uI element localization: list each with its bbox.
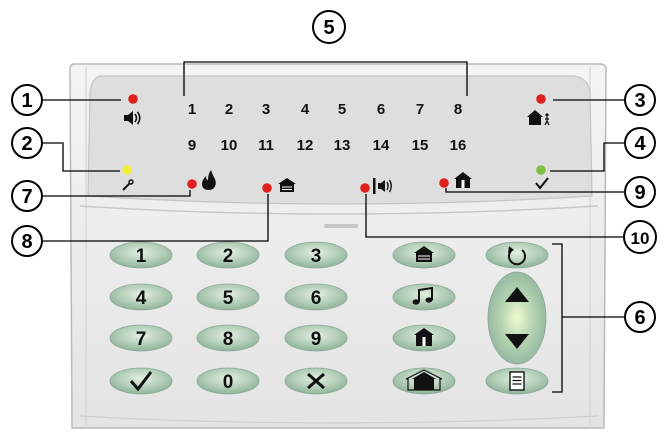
house-away-icon — [405, 369, 443, 391]
svg-text:7: 7 — [136, 329, 147, 350]
trouble-led — [122, 165, 132, 175]
key-enter[interactable] — [109, 367, 173, 395]
house-person-icon — [527, 110, 550, 126]
callout-7: 7 — [11, 180, 43, 212]
svg-text:5: 5 — [223, 288, 234, 309]
siren-icon — [124, 111, 141, 125]
zone-number: 8 — [454, 101, 462, 118]
numeric-keypad: 1 2 3 4 5 6 7 8 9 0 — [109, 241, 348, 395]
key-7[interactable]: 7 — [109, 324, 173, 352]
music-note-icon — [412, 286, 433, 305]
zone-number: 5 — [338, 101, 346, 118]
zone-number: 16 — [450, 137, 467, 154]
zone-number: 3 — [262, 101, 270, 118]
svg-text:6: 6 — [634, 307, 645, 329]
callout-8: 8 — [11, 225, 43, 257]
svg-text:1: 1 — [136, 246, 147, 267]
svg-text:2: 2 — [21, 133, 32, 155]
key-6[interactable]: 6 — [284, 283, 348, 311]
callout-10: 10 — [623, 220, 657, 254]
key-8[interactable]: 8 — [196, 324, 260, 352]
leader-lines — [43, 61, 624, 393]
svg-text:0: 0 — [223, 372, 234, 393]
callout-9: 9 — [624, 176, 656, 208]
key-chime[interactable] — [392, 283, 456, 311]
key-arm-partial[interactable] — [392, 241, 456, 269]
zone-number: 1 — [188, 101, 196, 118]
zone-number: 4 — [301, 101, 310, 118]
svg-text:5: 5 — [323, 17, 334, 39]
reset-icon — [508, 246, 526, 266]
callout-3: 3 — [624, 84, 656, 116]
key-2[interactable]: 2 — [196, 241, 260, 269]
key-reset[interactable] — [485, 241, 549, 269]
zone-number: 2 — [225, 101, 233, 118]
fire-led — [187, 179, 197, 189]
callout-4: 4 — [624, 127, 656, 159]
display-slot — [324, 224, 358, 228]
function-keys — [392, 241, 549, 395]
key-arm-away[interactable] — [392, 367, 456, 395]
svg-text:8: 8 — [21, 231, 32, 253]
svg-text:4: 4 — [136, 288, 147, 309]
svg-text:8: 8 — [223, 329, 234, 350]
partial-arm-led — [262, 183, 272, 193]
svg-text:4: 4 — [634, 133, 646, 155]
house-stay-icon — [414, 328, 434, 346]
callout-2: 2 — [11, 127, 43, 159]
key-menu[interactable] — [485, 367, 549, 395]
svg-text:3: 3 — [311, 246, 322, 267]
svg-text:10: 10 — [631, 229, 650, 248]
x-icon — [307, 372, 325, 390]
navigation-key[interactable] — [487, 271, 547, 365]
arrow-down-icon[interactable] — [505, 334, 529, 349]
display-panel — [87, 75, 593, 205]
stay-led — [439, 178, 449, 188]
key-0[interactable]: 0 — [196, 367, 260, 395]
fire-icon — [202, 170, 216, 190]
callout-6: 6 — [624, 301, 656, 333]
key-9[interactable]: 9 — [284, 324, 348, 352]
wrench-icon — [122, 179, 134, 191]
zone-number: 10 — [221, 137, 238, 154]
svg-text:1: 1 — [21, 90, 32, 112]
zone-row-1: 1 2 3 4 5 6 7 8 — [188, 101, 462, 118]
away-led — [536, 94, 546, 104]
ready-led — [536, 165, 546, 175]
key-3[interactable]: 3 — [284, 241, 348, 269]
zone-number: 11 — [258, 137, 274, 154]
key-4[interactable]: 4 — [109, 283, 173, 311]
zone-number: 9 — [188, 137, 196, 154]
svg-text:7: 7 — [21, 186, 32, 208]
house-partial-icon — [414, 246, 434, 262]
callout-1: 1 — [11, 84, 43, 116]
house-partial-icon — [278, 178, 296, 192]
svg-text:9: 9 — [634, 182, 645, 204]
zone-number: 6 — [377, 101, 385, 118]
key-1[interactable]: 1 — [109, 241, 173, 269]
tamper-led — [360, 183, 370, 193]
zone-number: 13 — [334, 137, 351, 154]
zone-row-2: 9 10 11 12 13 14 15 16 — [188, 137, 467, 154]
key-cancel[interactable] — [284, 367, 348, 395]
svg-text:6: 6 — [311, 288, 322, 309]
check-icon — [535, 177, 549, 190]
alarm-led — [128, 94, 138, 104]
tamper-icon — [373, 178, 392, 194]
key-arm-stay[interactable] — [392, 324, 456, 352]
svg-text:9: 9 — [311, 329, 322, 350]
arrow-up-icon[interactable] — [505, 287, 529, 302]
svg-text:3: 3 — [634, 90, 645, 112]
key-5[interactable]: 5 — [196, 283, 260, 311]
zone-number: 15 — [412, 137, 429, 154]
house-stay-icon — [454, 172, 472, 188]
zone-number: 14 — [373, 137, 390, 154]
document-icon — [509, 371, 525, 391]
callout-5: 5 — [312, 10, 346, 44]
zone-number: 7 — [416, 101, 424, 118]
svg-text:2: 2 — [223, 246, 234, 267]
zone-number: 12 — [297, 137, 314, 154]
check-icon — [129, 371, 153, 392]
